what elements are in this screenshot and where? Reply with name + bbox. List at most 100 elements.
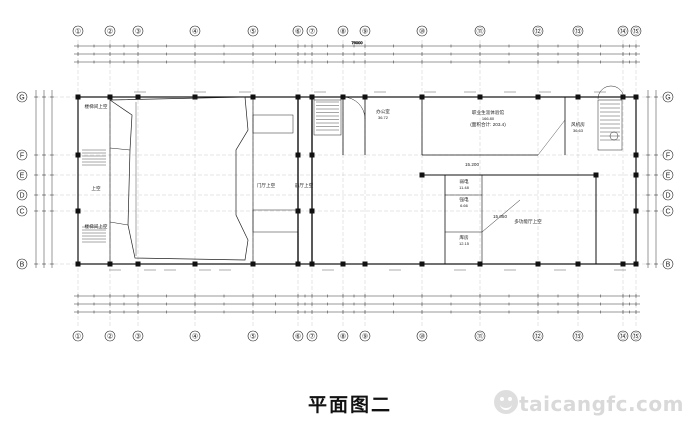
wall-lines bbox=[77, 96, 637, 265]
axis-label: G bbox=[19, 95, 24, 102]
axis-label: ④ bbox=[192, 333, 198, 341]
axis-label: ⑦ bbox=[309, 28, 315, 36]
room-label-void-left: 上空 bbox=[91, 185, 101, 191]
axis-label: D bbox=[665, 193, 670, 200]
column bbox=[419, 94, 425, 100]
column bbox=[340, 261, 346, 267]
axis-bubble bbox=[72, 330, 84, 342]
room-area-room-3: 12.15 bbox=[459, 241, 470, 246]
room-label-stair-left-top: 楼梯间上空 bbox=[85, 103, 108, 110]
axis-bubble bbox=[337, 330, 349, 342]
axis-bubble bbox=[16, 149, 28, 161]
axis-bubble bbox=[416, 25, 428, 37]
axis-label: ⑭ bbox=[620, 28, 627, 36]
column bbox=[419, 261, 425, 267]
column bbox=[620, 261, 626, 267]
column bbox=[75, 94, 81, 100]
axis-label: ⑤ bbox=[250, 333, 256, 341]
column bbox=[107, 261, 113, 267]
axis-bubble bbox=[662, 91, 674, 103]
room-label-room-2: 强电 bbox=[459, 196, 469, 203]
axis-label: B bbox=[666, 262, 671, 269]
column bbox=[250, 261, 256, 267]
axis-bubble bbox=[247, 330, 259, 342]
door-arc bbox=[342, 96, 366, 120]
axis-bubble bbox=[104, 330, 116, 342]
room-label-meeting-note: (面积合计: 203.4) bbox=[470, 121, 506, 128]
room-label-elevation-1: 15.200 bbox=[465, 162, 479, 167]
axis-label: ⑪ bbox=[477, 28, 484, 36]
axis-bubble bbox=[532, 330, 544, 342]
axis-label: ⑬ bbox=[575, 333, 582, 341]
column bbox=[633, 208, 639, 214]
axis-label: ⑪ bbox=[477, 333, 484, 341]
axis-bubble bbox=[247, 25, 259, 37]
room-label-stair-left-bottom: 楼梯间上空 bbox=[85, 223, 108, 230]
axis-bubble bbox=[189, 25, 201, 37]
axis-label: ① bbox=[75, 333, 81, 341]
column bbox=[135, 261, 141, 267]
door-swing bbox=[537, 119, 566, 156]
axis-label: ⑮ bbox=[633, 28, 640, 36]
detail-line bbox=[109, 147, 131, 151]
axis-label: ⑭ bbox=[620, 333, 627, 341]
axis-label: ⑧ bbox=[340, 333, 346, 341]
column bbox=[309, 208, 315, 214]
column bbox=[477, 261, 483, 267]
axis-bubble bbox=[132, 330, 144, 342]
column bbox=[477, 94, 483, 100]
axis-bubble bbox=[662, 189, 674, 201]
axis-bubble bbox=[306, 330, 318, 342]
axis-bubble bbox=[630, 25, 642, 37]
axis-label: ⑦ bbox=[309, 333, 315, 341]
fixture bbox=[609, 131, 619, 141]
room-label-side-void: 前厅上空 bbox=[295, 182, 314, 189]
axis-label: ⑥ bbox=[295, 333, 301, 341]
axis-bubble bbox=[662, 205, 674, 217]
column bbox=[633, 261, 639, 267]
axis-bubble bbox=[617, 330, 629, 342]
axis-label: ⑩ bbox=[419, 333, 425, 341]
axis-bubble bbox=[572, 25, 584, 37]
column bbox=[620, 94, 626, 100]
axis-bubble bbox=[662, 169, 674, 181]
room-label-multi-hall: 多功能厅上空 bbox=[514, 218, 542, 225]
axis-bubble bbox=[630, 330, 642, 342]
axis-bubble bbox=[662, 149, 674, 161]
axis-bubble bbox=[132, 25, 144, 37]
column bbox=[192, 261, 198, 267]
axis-label: ② bbox=[107, 28, 113, 36]
room-label-hall-void: 门厅上空 bbox=[257, 182, 276, 189]
column bbox=[75, 152, 81, 158]
room-label-meeting: 职业生涯体验馆 bbox=[472, 109, 505, 116]
axis-label: E bbox=[20, 173, 25, 180]
room-area-office-b: 36.63 bbox=[573, 128, 584, 133]
detail-line bbox=[109, 221, 129, 226]
axis-bubble bbox=[292, 330, 304, 342]
room-area-meeting: 166.80 bbox=[482, 116, 495, 121]
axis-label: F bbox=[666, 153, 670, 160]
axis-label: G bbox=[665, 95, 670, 102]
column bbox=[295, 152, 301, 158]
watermark-text: taicangfc.com bbox=[519, 392, 684, 416]
axis-bubble bbox=[359, 25, 371, 37]
column bbox=[250, 94, 256, 100]
watermark-logo-icon bbox=[494, 390, 518, 414]
room-details bbox=[82, 85, 625, 261]
axis-bubble bbox=[16, 189, 28, 201]
axis-label: D bbox=[19, 193, 24, 200]
column bbox=[633, 172, 639, 178]
axis-bubble bbox=[416, 330, 428, 342]
overall-dimension: 76000 bbox=[351, 40, 363, 45]
column bbox=[295, 94, 301, 100]
column bbox=[192, 94, 198, 100]
detail-box bbox=[252, 114, 294, 134]
axis-label: ⑤ bbox=[250, 28, 256, 36]
axis-label: ⑫ bbox=[535, 28, 542, 36]
column bbox=[75, 208, 81, 214]
axis-label: ⑫ bbox=[535, 333, 542, 341]
door-swing bbox=[481, 199, 521, 233]
room-label-room-1: 弱电 bbox=[459, 178, 469, 185]
